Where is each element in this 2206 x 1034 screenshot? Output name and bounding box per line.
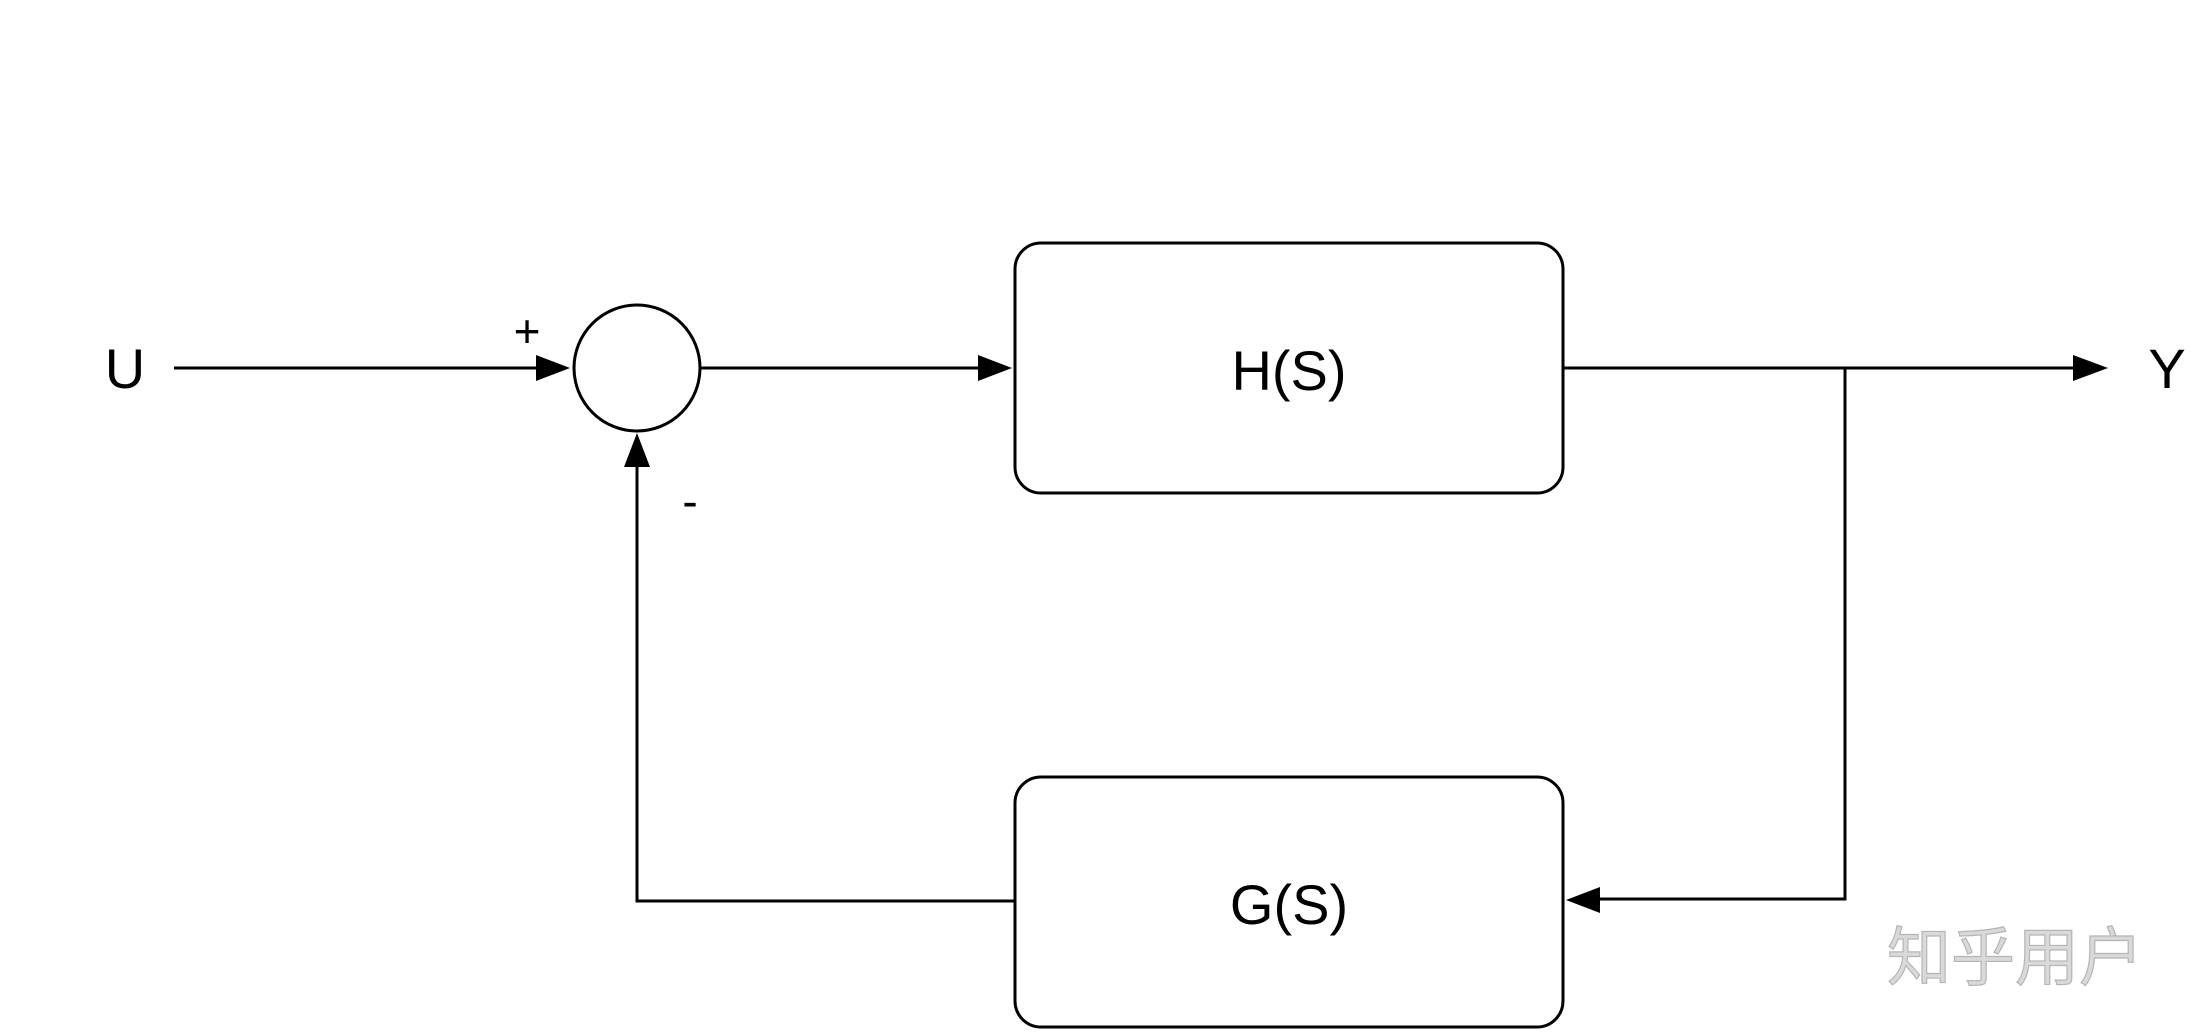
feedback-branch-line bbox=[1600, 368, 1847, 901]
plus-sign: + bbox=[514, 305, 541, 357]
feedback-return-arrowhead bbox=[624, 433, 650, 467]
output-arrowhead bbox=[2073, 355, 2108, 381]
input-label: U bbox=[105, 337, 145, 400]
feedback-input-arrowhead bbox=[1566, 887, 1600, 913]
forward-block: H(S) bbox=[1013, 241, 1565, 495]
summing-junction bbox=[572, 303, 702, 433]
feedback-block: G(S) bbox=[1013, 775, 1565, 1029]
watermark-text: 知乎用户 bbox=[1887, 922, 2143, 996]
feedback-return-line bbox=[635, 466, 1015, 903]
forward-block-label: H(S) bbox=[1231, 339, 1346, 402]
output-label: Y bbox=[2148, 337, 2185, 400]
minus-sign: - bbox=[682, 475, 697, 527]
feedback-block-label: G(S) bbox=[1230, 873, 1348, 936]
input-arrowhead bbox=[536, 355, 570, 381]
forward-arrowhead bbox=[978, 355, 1012, 381]
